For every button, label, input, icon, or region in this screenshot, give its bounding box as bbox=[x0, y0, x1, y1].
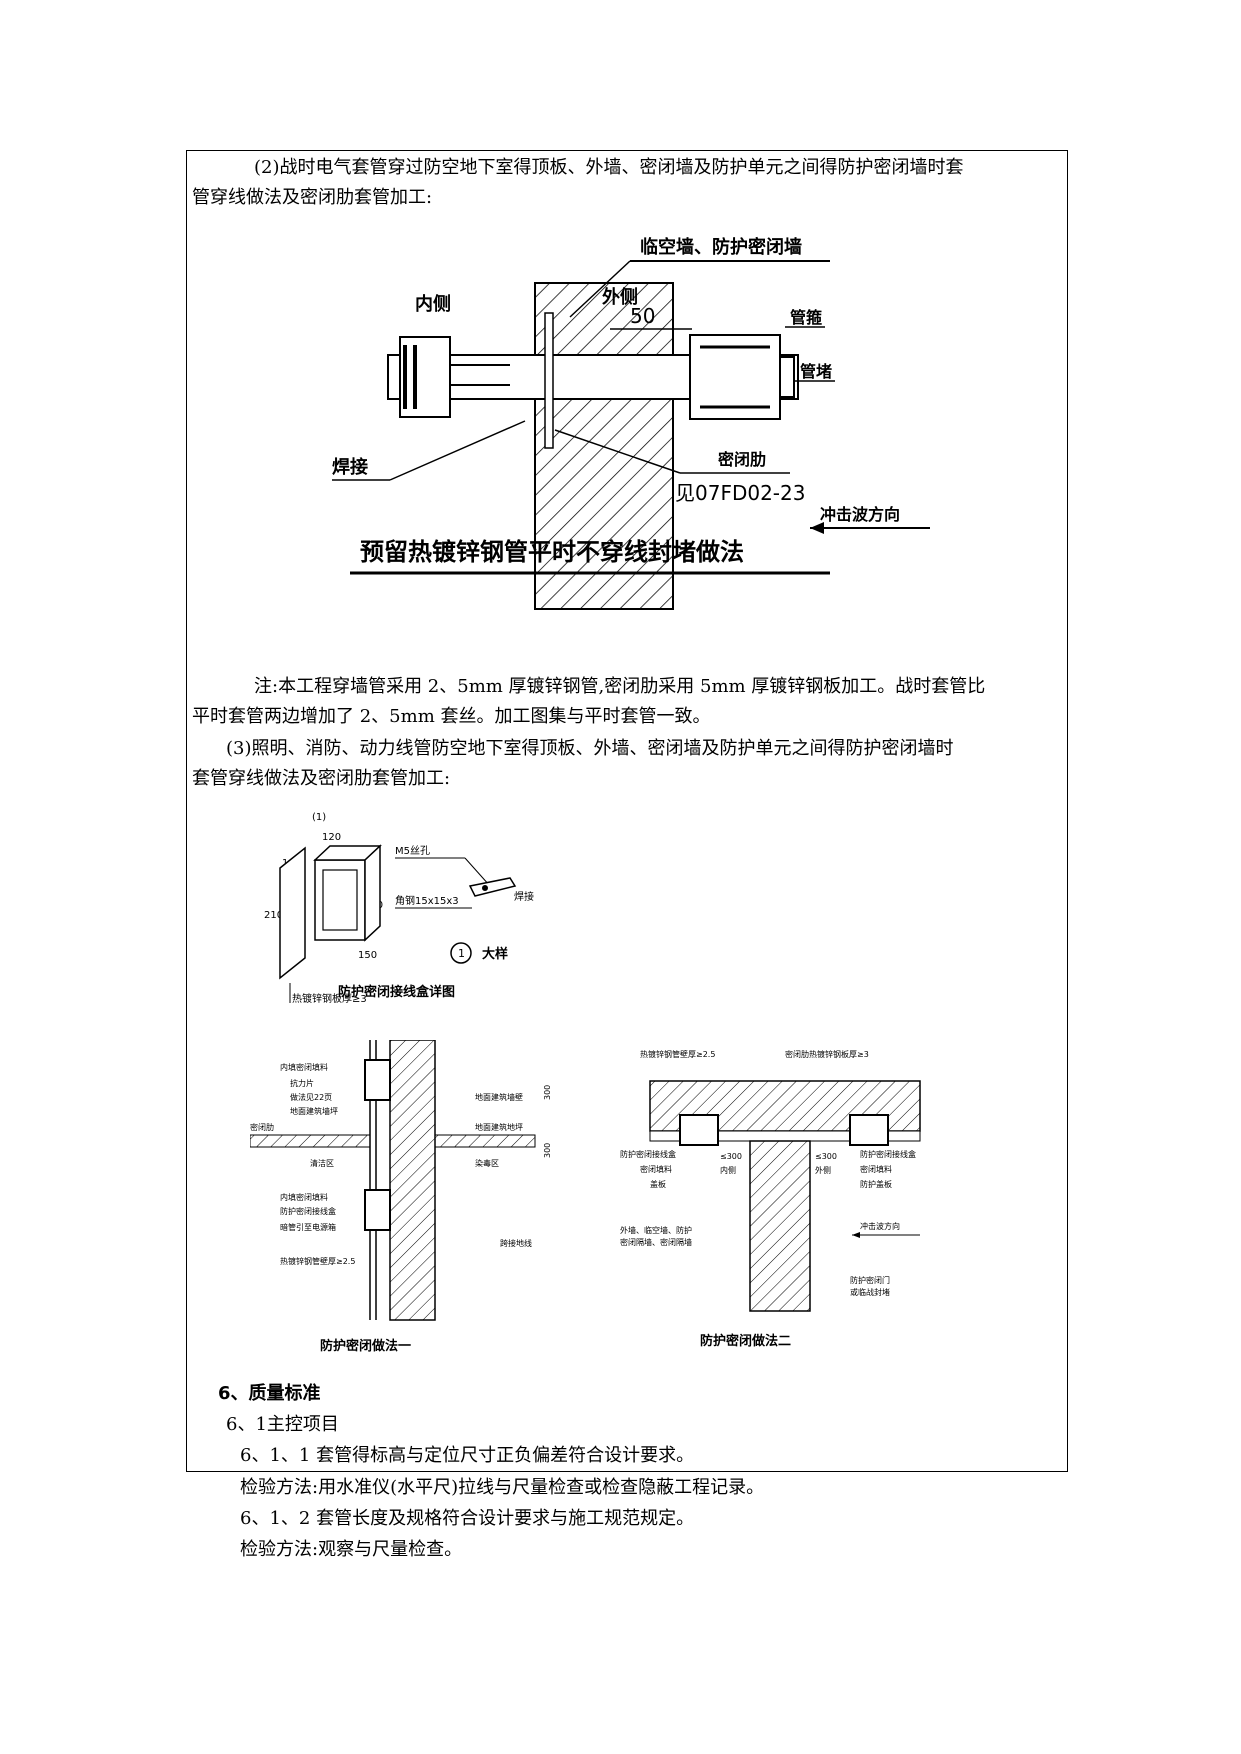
angle-label: 角钢15x15x3 bbox=[395, 894, 459, 907]
rib-label: 密闭肋 bbox=[717, 450, 766, 469]
quality-heading: 6、质量标准 bbox=[218, 1383, 321, 1404]
shock-label: 冲击波方向 bbox=[820, 505, 900, 524]
fig4-d1: ≤300 bbox=[720, 1152, 742, 1161]
figure4-title: 防护密闭做法二 bbox=[700, 1333, 791, 1349]
angle-steel bbox=[468, 877, 517, 897]
note-line2: 平时套管两边增加了 2、5mm 套丝。加工图集与平时套管一致。 bbox=[192, 706, 711, 727]
hoop-label: 管箍 bbox=[790, 308, 822, 327]
section2-line2: 管穿线做法及密闭肋套管加工: bbox=[192, 187, 433, 208]
fig4-r1: 防护密闭接线盒 bbox=[860, 1149, 916, 1159]
fig4-l3: 盖板 bbox=[650, 1179, 666, 1189]
fig4-r3: 防护盖板 bbox=[860, 1179, 892, 1189]
fig3-r1: 地面建筑墙壁 bbox=[475, 1092, 523, 1102]
fig3-l7: 内填密闭填料 bbox=[280, 1192, 328, 1202]
m5-label: M5丝孔 bbox=[395, 845, 430, 857]
section3-line2: 套管穿线做法及密闭肋套管加工: bbox=[192, 768, 451, 789]
quality-s2: 6、1、1 套管得标高与定位尺寸正负偏差符合设计要求。 bbox=[240, 1445, 695, 1466]
fig3-l9: 暗管引至电源箱 bbox=[280, 1222, 336, 1232]
figure2-title: 防护密闭接线盒详图 bbox=[338, 984, 455, 1000]
fig3-dim2: 300 bbox=[543, 1143, 552, 1158]
dim-50: 50 bbox=[630, 304, 655, 328]
dim-120: 120 bbox=[322, 832, 341, 843]
fig4-shock: 冲击波方向 bbox=[860, 1221, 900, 1231]
fig3-l8: 防护密闭接线盒 bbox=[280, 1206, 336, 1216]
figure1-title: 预留热镀锌钢管平时不穿线封堵做法 bbox=[360, 538, 744, 566]
sealing-rib bbox=[544, 312, 554, 449]
wall-label: 临空墙、防护密闭墙 bbox=[640, 236, 802, 258]
fig4-w2: 密闭隔墙、密闭隔墙 bbox=[620, 1237, 692, 1247]
figure-method-two: 热镀锌钢管壁厚≥2.5 密闭肋热镀锌钢板厚≥3 防护密闭接线盒 密闭填料 盖板 … bbox=[620, 1049, 921, 1349]
pipe-hoop bbox=[689, 334, 781, 420]
fig4-l1: 防护密闭接线盒 bbox=[620, 1149, 676, 1159]
wall-section-2 bbox=[749, 1140, 811, 1312]
plug-label: 管堵 bbox=[800, 362, 832, 381]
quality-s1: 6、1主控项目 bbox=[226, 1414, 339, 1435]
plate-label: 热镀锌钢板厚≥3 bbox=[292, 992, 367, 1005]
fig3-dim1: 300 bbox=[543, 1085, 552, 1100]
section3-line1: (3)照明、消防、动力线管防空地下室得顶板、外墙、密闭墙及防护单元之间得防护密闭… bbox=[226, 738, 954, 759]
quality-s4: 6、1、2 套管长度及规格符合设计要求与施工规范规定。 bbox=[240, 1508, 695, 1529]
fig4-door1: 防护密闭门 bbox=[850, 1275, 890, 1285]
fig4-r2: 密闭填料 bbox=[860, 1164, 892, 1174]
section2-line1: (2)战时电气套管穿过防空地下室得顶板、外墙、密闭墙及防护单元之间得防护密闭墙时… bbox=[254, 157, 964, 178]
fig3-r4: 跨接地线 bbox=[500, 1238, 532, 1248]
detail-number: 1 bbox=[458, 947, 465, 960]
pipe-plug bbox=[779, 356, 795, 398]
ref-label: 见07FD02-23 bbox=[675, 481, 805, 505]
wall-section-1 bbox=[389, 1040, 436, 1321]
page-frame bbox=[186, 150, 1068, 1472]
fig3-l6: 清洁区 bbox=[310, 1158, 334, 1168]
fig3-l10: 热镀锌钢管壁厚≥2.5 bbox=[280, 1256, 355, 1266]
fig3-r2: 地面建筑地坪 bbox=[475, 1122, 523, 1132]
dim-210: 210 bbox=[264, 910, 283, 921]
fig3-l5: 密闭肋 bbox=[250, 1122, 274, 1132]
fig3-l4: 地面建筑墙坪 bbox=[290, 1106, 338, 1116]
fig4-t1: 热镀锌钢管壁厚≥2.5 bbox=[640, 1049, 715, 1059]
fig3-l1: 内填密闭填料 bbox=[280, 1062, 328, 1072]
fig4-w1: 外墙、临空墙、防护 bbox=[620, 1225, 692, 1235]
figure-pipe-sealing: 临空墙、防护密闭墙 内侧 外侧 50 管箍 管堵 焊接 密闭肋 见07FD02-… bbox=[332, 236, 930, 610]
fig3-l3: 做法见22页 bbox=[290, 1092, 332, 1102]
quality-s5: 检验方法:观察与尺量检查。 bbox=[240, 1539, 463, 1560]
fig4-door2: 或临战封堵 bbox=[850, 1287, 890, 1297]
figure-method-one: 内填密闭填料 抗力片 做法见22页 地面建筑墙坪 密闭肋 清洁区 内填密闭填料 … bbox=[250, 1040, 552, 1354]
fig4-inner: 内侧 bbox=[720, 1165, 736, 1175]
steel-plate bbox=[279, 846, 306, 980]
weld2-label: 焊接 bbox=[514, 890, 534, 903]
detail-mark: (1) bbox=[312, 812, 326, 823]
quality-s3: 检验方法:用水准仪(水平尺)拉线与尺量检查或检查隐蔽工程记录。 bbox=[240, 1477, 765, 1498]
figure-junction-box: (1) 120 180 210 180 150 热镀锌钢板厚≥3 M5丝孔 角钢… bbox=[264, 812, 534, 1005]
dim-150: 150 bbox=[358, 950, 377, 961]
inner-side-label: 内侧 bbox=[415, 293, 451, 315]
fig4-l2: 密闭填料 bbox=[640, 1164, 672, 1174]
fig4-d2: ≤300 bbox=[815, 1152, 837, 1161]
outer-side-label: 外侧 bbox=[602, 286, 638, 308]
note-line1: 注:本工程穿墙管采用 2、5mm 厚镀锌钢管,密闭肋采用 5mm 厚镀锌钢板加工… bbox=[254, 676, 986, 697]
wall-section bbox=[534, 282, 674, 610]
weld-label: 焊接 bbox=[332, 456, 368, 478]
fig4-t2: 密闭肋热镀锌钢板厚≥3 bbox=[785, 1049, 869, 1059]
detail-label: 大样 bbox=[482, 946, 508, 962]
figure3-title: 防护密闭做法一 bbox=[320, 1338, 411, 1354]
fig4-outer: 外侧 bbox=[815, 1165, 831, 1175]
fig3-r3: 染毒区 bbox=[475, 1158, 499, 1168]
fig3-l2: 抗力片 bbox=[290, 1078, 314, 1088]
